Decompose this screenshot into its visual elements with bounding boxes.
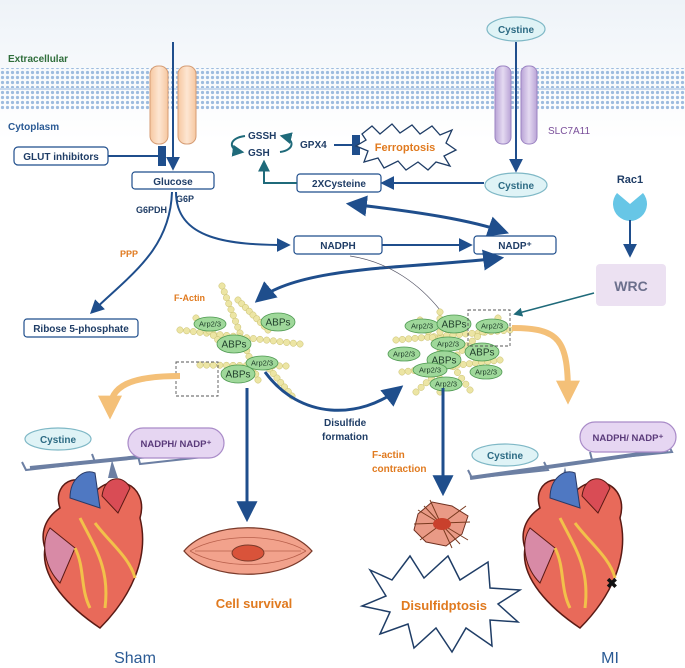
muscle-cell-icon xyxy=(183,527,313,575)
ribose-label: Ribose 5-phosphate xyxy=(33,324,129,335)
abps-marker: ABPs xyxy=(469,347,494,358)
disulfidptosis-label: Disulfidptosis xyxy=(401,598,487,613)
arp23-marker: Arp2/3 xyxy=(437,340,459,349)
contraction-label-2: contraction xyxy=(372,464,426,475)
balance-sham-cystine: Cystine xyxy=(40,435,77,446)
sham-label: Sham xyxy=(114,650,156,667)
zoom-arrow-sham xyxy=(98,373,181,420)
wrc-box: WRC xyxy=(596,264,666,306)
g6pdh-label: G6PDH xyxy=(136,205,167,215)
balance-scale-mi: Cystine NADPH/ NADP⁺ xyxy=(467,421,677,486)
disulfidptosis-burst: Disulfidptosis xyxy=(359,554,523,654)
zoom-arrow-mi xyxy=(511,325,580,405)
balance-scale-sham: Cystine NADPH/ NADP⁺ xyxy=(21,427,225,478)
arp23-marker: Arp2/3 xyxy=(419,366,441,375)
g6p-label: G6P xyxy=(176,194,194,204)
abps-marker: ABPs xyxy=(265,317,290,328)
gpx4-label: GPX4 xyxy=(300,140,327,151)
arp23-marker: Arp2/3 xyxy=(251,359,273,368)
disulfide-label-1: Disulfide xyxy=(324,418,367,429)
ferroptosis-label: Ferroptosis xyxy=(375,142,436,154)
slc7a11-channel xyxy=(494,65,538,145)
heart-mi-icon xyxy=(522,471,624,629)
cystine-extracellular-node: Cystine xyxy=(486,16,546,42)
cystine-extracellular-label: Cystine xyxy=(498,25,535,36)
nadp-plus-label: NADP⁺ xyxy=(498,241,532,252)
arp23-marker: Arp2/3 xyxy=(435,380,457,389)
cystine-intracellular-label: Cystine xyxy=(498,181,535,192)
heart-sham-icon xyxy=(42,471,144,629)
gsh-label: GSH xyxy=(248,148,270,159)
abps-marker: ABPs xyxy=(441,319,466,330)
rac1-label: Rac1 xyxy=(617,174,643,186)
wrc-label: WRC xyxy=(614,278,647,294)
contracted-cell-icon xyxy=(413,499,471,549)
ribose-5-phosphate-box: Ribose 5-phosphate xyxy=(23,318,139,338)
cytoplasm-label: Cytoplasm xyxy=(8,122,59,133)
glut-inhibitors-box: GLUT inhibitors xyxy=(13,146,109,166)
ferroptosis-burst: Ferroptosis xyxy=(354,123,458,171)
slc7a11-label: SLC7A11 xyxy=(548,126,591,137)
mi-label: MI xyxy=(601,650,619,667)
balance-mi-nadph: NADPH/ NADP⁺ xyxy=(593,433,664,444)
abps-marker: ABPs xyxy=(431,355,456,366)
abps-marker: ABPs xyxy=(221,339,246,350)
glut-inhibitors-label: GLUT inhibitors xyxy=(23,152,99,163)
cysteine-box: 2XCysteine xyxy=(296,173,382,193)
glut-channel xyxy=(149,65,197,145)
arp23-marker: Arp2/3 xyxy=(411,322,433,331)
contraction-label-1: F-actin xyxy=(372,450,405,461)
zoom-box-mi xyxy=(467,309,511,347)
extracellular-label: Extracellular xyxy=(8,54,68,65)
glucose-label: Glucose xyxy=(153,177,193,188)
arp23-marker: Arp2/3 xyxy=(481,322,503,331)
gssh-label: GSSH xyxy=(248,131,276,142)
arp23-marker: Arp2/3 xyxy=(199,320,221,329)
cysteine-label: 2XCysteine xyxy=(312,179,366,190)
arp23-marker: Arp2/3 xyxy=(475,368,497,377)
cell-survival-label: Cell survival xyxy=(216,596,293,611)
balance-sham-nadph: NADPH/ NADP⁺ xyxy=(141,439,212,450)
disulfide-label-2: formation xyxy=(322,432,368,443)
balance-mi-cystine: Cystine xyxy=(487,451,524,462)
ppp-label: PPP xyxy=(120,249,138,259)
infarct-marker-icon: ✖ xyxy=(606,575,618,591)
nadph-label: NADPH xyxy=(320,241,356,252)
f-actin-label: F-Actin xyxy=(174,293,205,303)
nadp-plus-box: NADP⁺ xyxy=(473,235,557,255)
arp23-marker: Arp2/3 xyxy=(393,350,415,359)
glucose-box: Glucose xyxy=(131,171,215,190)
abps-marker: ABPs xyxy=(225,369,250,380)
nadph-box: NADPH xyxy=(293,235,383,255)
rac1-icon xyxy=(613,193,647,221)
cystine-intracellular-node: Cystine xyxy=(484,172,548,198)
